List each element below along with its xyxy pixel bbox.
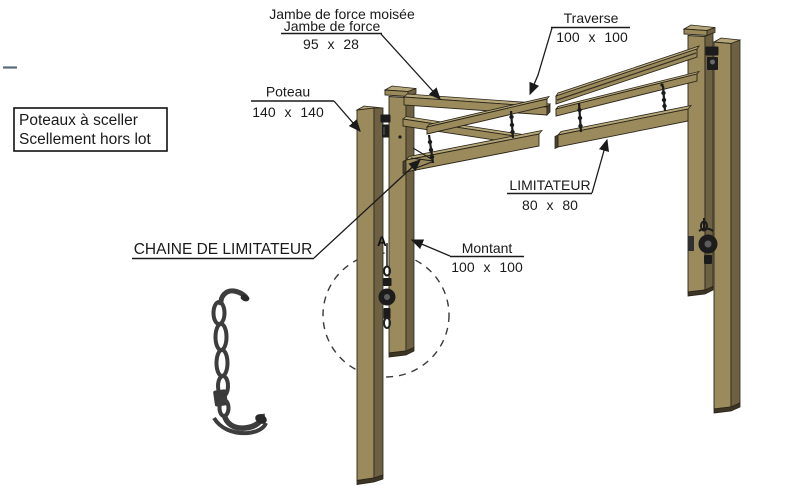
- detail-circle-dashed: [322, 252, 450, 378]
- left-chain-connector-center: [509, 110, 515, 139]
- left-mid-chain-hardware: [378, 243, 396, 329]
- left-poteau-post: [355, 105, 384, 485]
- note-box-line1: Poteaux à sceller: [19, 112, 138, 129]
- right-mid-pulley-hardware: [660, 83, 718, 264]
- leader-traverse: [529, 27, 553, 96]
- left-top-bracket-hardware: [380, 114, 402, 139]
- leader-poteau: [333, 100, 361, 132]
- leader-chaine: [313, 159, 421, 259]
- right-top-bracket-hardware: [705, 46, 719, 70]
- leader-jambe-de-force: [380, 33, 441, 100]
- chain-with-hooks-icon: [211, 288, 268, 436]
- label-jambe-de-force: Jambe de force: [284, 18, 381, 34]
- right-poteau-post: [712, 37, 742, 414]
- leader-montant: [410, 239, 451, 257]
- dim-poteau: 140 x 140: [252, 104, 324, 120]
- section-marker-a: A: [377, 234, 387, 249]
- label-poteau: Poteau: [266, 84, 310, 100]
- note-box-line2: Scellement hors lot: [19, 131, 152, 148]
- label-chaine-de-limitateur: CHAINE DE LIMITATEUR: [134, 241, 313, 258]
- note-box: Poteaux à sceller Scellement hors lot: [13, 107, 168, 152]
- right-traverse-beam: [555, 45, 700, 105]
- right-chain-connector-center: [577, 102, 583, 133]
- label-montant: Montant: [462, 240, 513, 256]
- label-jambe-de-force-moisee: Jambe de force moisée: [269, 6, 415, 22]
- leader-limitateur: [591, 138, 609, 194]
- right-limitateur-beam: [554, 104, 693, 150]
- dim-limitateur: 80 x 80: [522, 197, 578, 213]
- label-limitateur: LIMITATEUR: [509, 177, 590, 193]
- left-limitateur-beam: [402, 129, 544, 175]
- right-chain-connector-inner: [661, 85, 667, 112]
- dim-montant: 100 x 100: [451, 259, 523, 275]
- left-jambe-de-force-upper: [425, 95, 551, 135]
- label-traverse: Traverse: [564, 10, 619, 26]
- dim-jambe-de-force: 95 x 28: [303, 36, 359, 52]
- dim-traverse: 100 x 100: [556, 29, 628, 45]
